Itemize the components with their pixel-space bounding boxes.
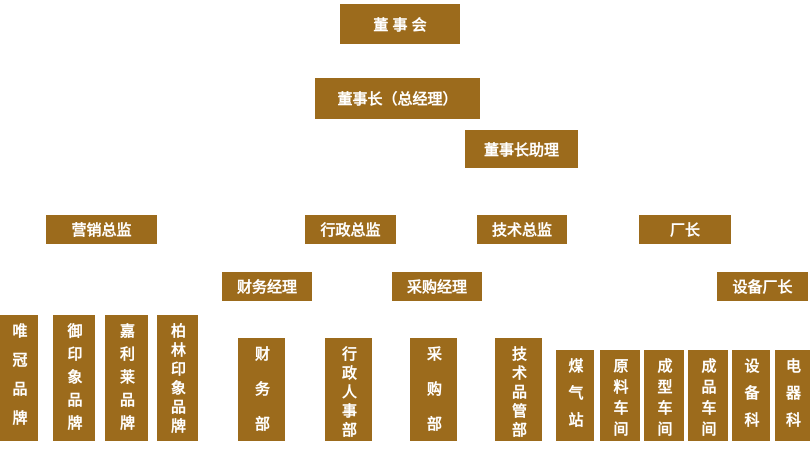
node-gas-station: 煤气站 xyxy=(556,350,594,441)
node-chairman-general-manager: 董事长（总经理） xyxy=(315,78,480,119)
node-label: 行政人事部 xyxy=(340,346,357,441)
node-finished-goods-workshop: 成品车间 xyxy=(688,350,728,442)
node-forming-workshop: 成型车间 xyxy=(644,350,684,442)
node-equipment-section: 设备科 xyxy=(732,350,770,441)
node-label: 采购部 xyxy=(425,346,442,451)
node-label: 电器科 xyxy=(784,358,801,439)
node-electrical-section: 电器科 xyxy=(775,350,810,441)
node-admin-hr-dept: 行政人事部 xyxy=(325,338,372,441)
node-finance-dept: 财务部 xyxy=(238,338,285,451)
node-raw-material-workshop: 原料车间 xyxy=(600,350,640,442)
node-label: 董 事 会 xyxy=(373,16,427,34)
node-label: 财务经理 xyxy=(236,279,297,296)
node-label: 设备科 xyxy=(742,358,760,439)
node-label: 行政总监 xyxy=(320,222,381,239)
node-label: 原料车间 xyxy=(611,358,629,442)
node-factory-manager: 厂长 xyxy=(639,215,731,244)
node-label: 营销总监 xyxy=(71,222,132,239)
node-board-of-directors: 董 事 会 xyxy=(340,4,460,44)
node-label: 柏林印象品牌 xyxy=(169,323,186,437)
node-finance-manager: 财务经理 xyxy=(222,272,312,301)
node-brand-yuyinxiang: 御印象品牌 xyxy=(53,315,95,441)
node-equipment-factory-manager: 设备厂长 xyxy=(717,272,808,301)
node-brand-weiguan: 唯冠品牌 xyxy=(0,315,38,441)
node-tech-director: 技术总监 xyxy=(477,215,567,244)
node-label: 技术总监 xyxy=(491,222,552,239)
node-label: 御印象品牌 xyxy=(65,323,83,438)
node-brand-bolinyinxiang: 柏林印象品牌 xyxy=(157,315,198,441)
node-label: 成品车间 xyxy=(699,358,717,442)
node-purchasing-manager: 采购经理 xyxy=(392,272,482,301)
node-tech-qc-dept: 技术品管部 xyxy=(495,338,542,441)
node-label: 董事长（总经理） xyxy=(337,91,458,108)
node-label: 嘉利莱品牌 xyxy=(118,323,135,438)
node-label: 董事长助理 xyxy=(483,141,559,159)
node-label: 财务部 xyxy=(253,346,270,451)
node-label: 厂长 xyxy=(669,222,700,239)
node-label: 技术品管部 xyxy=(510,346,527,441)
node-chairman-assistant: 董事长助理 xyxy=(465,130,578,168)
node-brand-jialilai: 嘉利莱品牌 xyxy=(105,315,148,441)
node-purchasing-dept: 采购部 xyxy=(410,338,457,451)
node-label: 采购经理 xyxy=(406,279,467,296)
node-label: 设备厂长 xyxy=(732,279,793,296)
node-label: 成型车间 xyxy=(655,358,673,442)
node-admin-director: 行政总监 xyxy=(305,215,396,244)
node-marketing-director: 营销总监 xyxy=(46,215,157,244)
org-chart: 董 事 会 董事长（总经理） 董事长助理 营销总监 行政总监 技术总监 厂长 财… xyxy=(0,4,810,451)
node-label: 唯冠品牌 xyxy=(10,323,28,439)
node-label: 煤气站 xyxy=(566,358,584,439)
